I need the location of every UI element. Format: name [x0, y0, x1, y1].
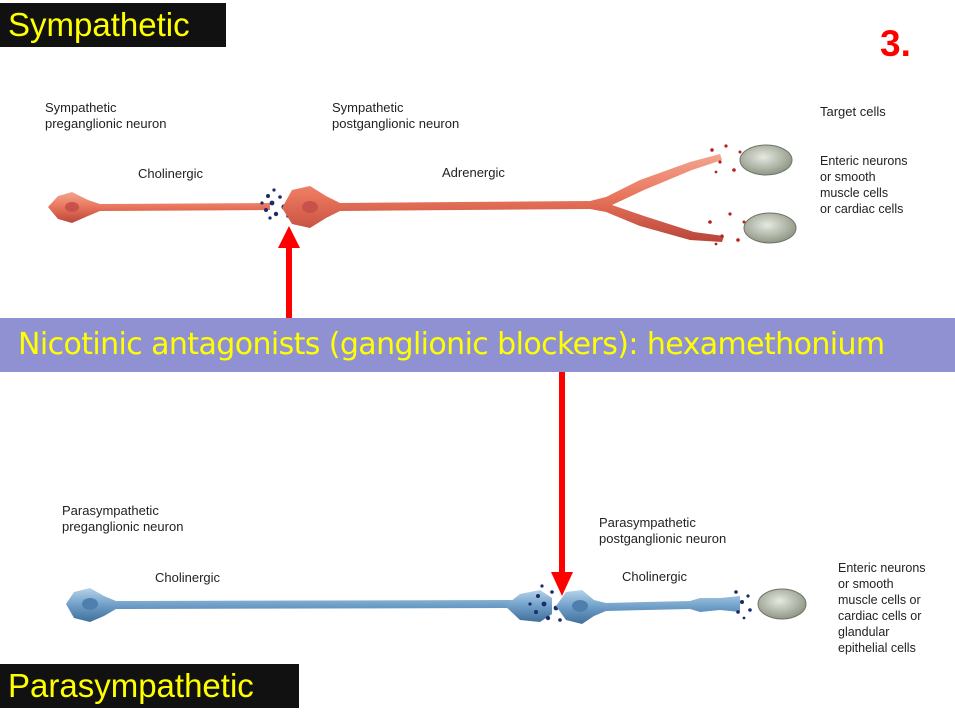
- arrow-up-to-sympathetic-ganglion: [278, 226, 300, 320]
- sympathetic-postganglionic-label: Sympathetic postganglionic neuron: [332, 100, 460, 131]
- parasympathetic-target-cell: [757, 588, 807, 620]
- parasympathetic-postganglionic-neuron: [556, 590, 740, 624]
- target-cells-label: Target cells: [820, 104, 886, 119]
- parasympathetic-ganglion-swelling: [505, 590, 552, 622]
- sympathetic-preganglionic-neuron: [48, 192, 270, 223]
- sympathetic-target-cells: [739, 144, 797, 244]
- banner-text: Nicotinic antagonists (ganglionic blocke…: [18, 327, 885, 362]
- parasympathetic-preganglionic-neuron: [66, 588, 520, 622]
- sympathetic-target-terminals: [708, 144, 746, 246]
- sympathetic-title: Sympathetic: [0, 3, 226, 47]
- parasympathetic-postganglionic-label: Parasympathetic postganglionic neuron: [599, 515, 727, 546]
- sympathetic-postganglionic-neuron: [282, 154, 724, 242]
- sympathetic-post-transmitter-label: Adrenergic: [442, 165, 505, 180]
- sympathetic-pre-transmitter-label: Cholinergic: [138, 166, 204, 181]
- ganglionic-blocker-banner: Nicotinic antagonists (ganglionic blocke…: [0, 318, 955, 372]
- parasympathetic-post-transmitter-label: Cholinergic: [622, 569, 688, 584]
- parasympathetic-pre-transmitter-label: Cholinergic: [155, 570, 221, 585]
- parasympathetic-title: Parasympathetic: [0, 664, 299, 708]
- parasympathetic-target-terminals: [734, 590, 752, 620]
- arrow-down-to-parasympathetic-ganglion: [551, 370, 573, 596]
- sympathetic-preganglionic-label: Sympathetic preganglionic neuron: [45, 100, 167, 131]
- parasympathetic-targets-description: Enteric neurons or smooth muscle cells o…: [838, 561, 926, 655]
- sympathetic-targets-description: Enteric neurons or smooth muscle cells o…: [820, 154, 908, 216]
- slide-number: 3.: [880, 23, 911, 64]
- parasympathetic-synapse-dots: [528, 584, 562, 622]
- parasympathetic-preganglionic-label: Parasympathetic preganglionic neuron: [62, 503, 184, 534]
